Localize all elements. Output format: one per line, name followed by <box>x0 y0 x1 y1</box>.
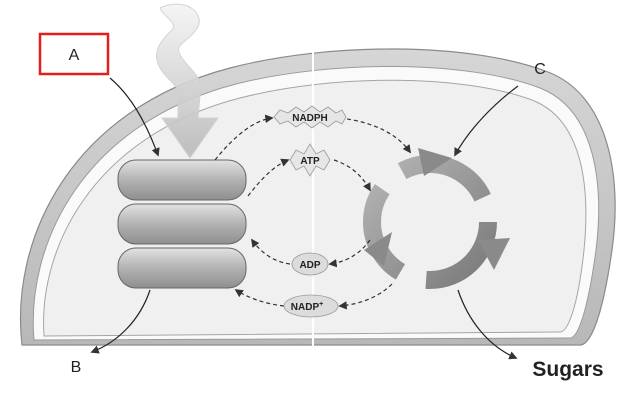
nadp-badge: NADP+ <box>283 294 339 318</box>
label-b: B <box>71 359 82 376</box>
nadp-label: NADP <box>291 302 320 313</box>
adp-badge: ADP <box>291 252 329 276</box>
label-sugars: Sugars <box>532 358 603 381</box>
arrow-adp-to-stack <box>251 238 291 265</box>
atp-label: ATP <box>300 156 320 167</box>
arrow-b-pointer <box>90 289 151 354</box>
arrow-stack-to-atp <box>247 158 290 197</box>
thylakoid-stack <box>117 159 247 289</box>
thylakoid-disc <box>117 203 247 245</box>
label-a-highlight-box <box>38 32 110 76</box>
thylakoid-disc <box>117 247 247 289</box>
light-beam-icon <box>156 3 219 159</box>
arrow-cycle-to-adp <box>328 239 371 268</box>
label-a: A <box>69 47 80 64</box>
arrow-a-pointer <box>109 77 160 157</box>
arrow-atp-to-cycle <box>333 159 371 192</box>
nadph-label: NADPH <box>292 113 328 124</box>
nadp-superscript: + <box>319 301 323 308</box>
arrow-c-pointer <box>454 85 519 157</box>
arrow-stack-to-nadph <box>214 114 274 161</box>
arrow-sugars-pointer <box>457 289 518 360</box>
svg-text:NADP+: NADP+ <box>291 301 323 313</box>
atp-badge: ATP <box>289 143 331 177</box>
calvin-cycle-icon <box>363 148 510 289</box>
arrow-cycle-to-nadp <box>338 283 393 310</box>
thylakoid-disc <box>117 159 247 201</box>
arrow-nadph-to-cycle <box>339 117 411 154</box>
adp-label: ADP <box>299 260 320 271</box>
nadph-badge: NADPH <box>273 105 347 129</box>
label-c: C <box>534 61 546 78</box>
